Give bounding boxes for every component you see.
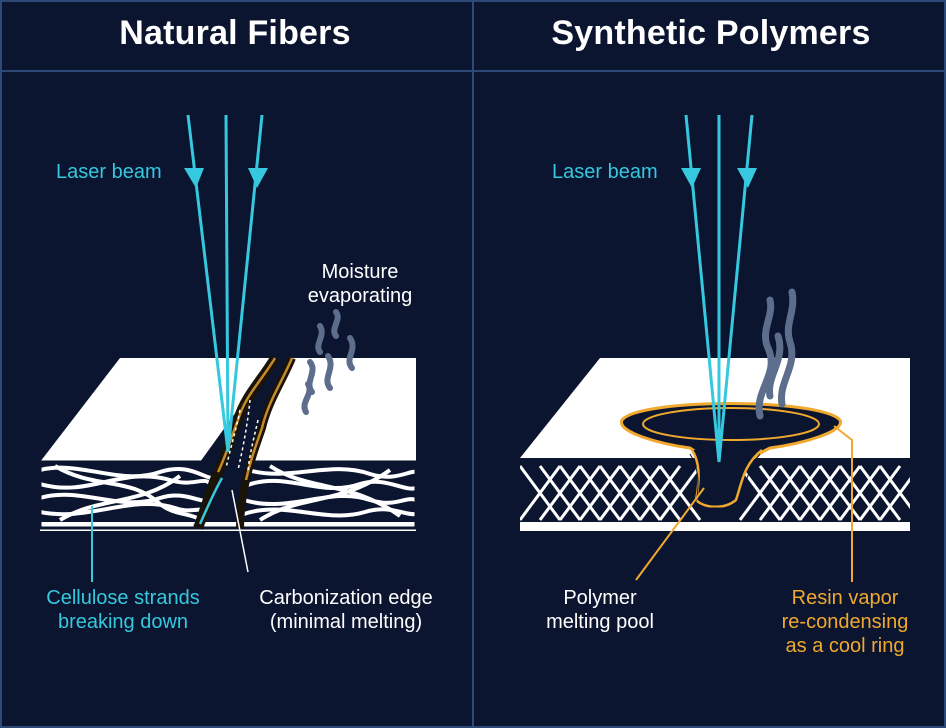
fabric-top-left xyxy=(40,358,275,462)
synthetic-polymers-illustration xyxy=(520,114,910,582)
resin-vapor-plume xyxy=(755,288,797,420)
moisture-label: Moisture evaporating xyxy=(307,261,413,307)
woven-fibers xyxy=(40,464,416,524)
moisture-wisps xyxy=(301,309,356,415)
cellulose-strands-label: Cellulose strands breaking down xyxy=(46,587,200,633)
beam-arrow-right xyxy=(248,168,268,188)
carbonization-edge-label: Carbonization edge (minimal melting) xyxy=(259,587,433,633)
natural-fibers-illustration xyxy=(38,114,418,582)
fabric-base xyxy=(520,522,910,531)
vapor-leader xyxy=(833,425,853,582)
resin-vapor-label: Resin vapor re-condensing as a cool ring xyxy=(781,587,909,657)
edge-leader xyxy=(231,489,249,573)
beam-arrow-right xyxy=(737,168,757,188)
fabric-top-right xyxy=(248,358,416,462)
woven-fibers xyxy=(520,465,910,521)
polymer-pool-label: Polymer melting pool xyxy=(546,587,654,633)
melting-pool xyxy=(690,449,763,508)
panel-title-natural: Natural Fibers xyxy=(119,14,351,52)
panel-title-synthetic: Synthetic Polymers xyxy=(551,14,871,52)
pool-leader xyxy=(635,487,705,581)
beam-arrow-left xyxy=(681,168,701,188)
resin-ring xyxy=(620,402,842,474)
beam-arrow-left xyxy=(184,168,204,188)
laser-beam-label-right: Laser beam xyxy=(552,161,658,183)
laser-beam-label-left: Laser beam xyxy=(56,161,162,183)
carbonization-edge xyxy=(244,357,294,481)
